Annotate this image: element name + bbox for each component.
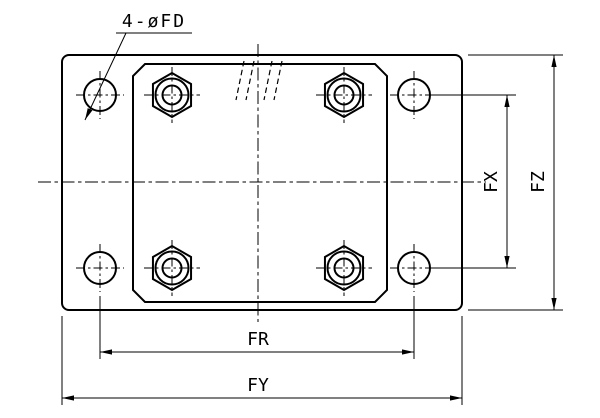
hole-center-mark bbox=[76, 244, 124, 292]
fz-dimension-label: FZ bbox=[528, 171, 549, 193]
dimension-fz: FZ bbox=[468, 54, 563, 311]
hex-bolt-top-right bbox=[316, 67, 372, 123]
fy-dimension-label: FY bbox=[247, 375, 269, 396]
bolt-center-mark bbox=[316, 67, 372, 123]
hex-bolt-bottom-left bbox=[144, 240, 200, 296]
fx-dimension-label: FX bbox=[481, 171, 502, 193]
break-mark-line bbox=[245, 60, 255, 101]
plate-outline bbox=[61, 54, 463, 311]
break-mark-line bbox=[273, 60, 283, 101]
break-marks bbox=[235, 60, 283, 101]
hex-outline bbox=[151, 244, 193, 292]
hex-bolts bbox=[144, 67, 372, 296]
hex-bolt-bottom-right bbox=[316, 240, 372, 296]
hex-outline bbox=[151, 71, 193, 119]
hex-outline bbox=[323, 71, 365, 119]
bolt-head-circle bbox=[326, 250, 362, 286]
dimension-fr: FR bbox=[99, 296, 415, 359]
bolt-center-mark bbox=[144, 67, 200, 123]
centerlines bbox=[38, 44, 486, 322]
fr-dimension-label: FR bbox=[247, 329, 269, 350]
dimension-fy: FY bbox=[61, 316, 463, 405]
hole-callout: 4-øFD bbox=[84, 11, 192, 121]
hex-outline bbox=[323, 244, 365, 292]
break-mark-line bbox=[263, 60, 273, 101]
corner-hole-top-left bbox=[76, 71, 124, 119]
hex-bolt-top-left bbox=[144, 67, 200, 123]
bolt-center-mark bbox=[144, 240, 200, 296]
corner-hole-bottom-left bbox=[76, 244, 124, 292]
boss-outline bbox=[132, 63, 388, 303]
hole-center-mark bbox=[76, 71, 124, 119]
dimension-fx: FX bbox=[430, 94, 516, 269]
bolt-head-circle bbox=[154, 250, 190, 286]
hole-callout-text: 4-øFD bbox=[122, 11, 186, 32]
bolt-head-circle bbox=[326, 77, 362, 113]
break-mark-line bbox=[235, 60, 245, 101]
bolt-head-circle bbox=[154, 77, 190, 113]
hole-callout-leader bbox=[84, 32, 127, 121]
bolt-center-mark bbox=[316, 240, 372, 296]
